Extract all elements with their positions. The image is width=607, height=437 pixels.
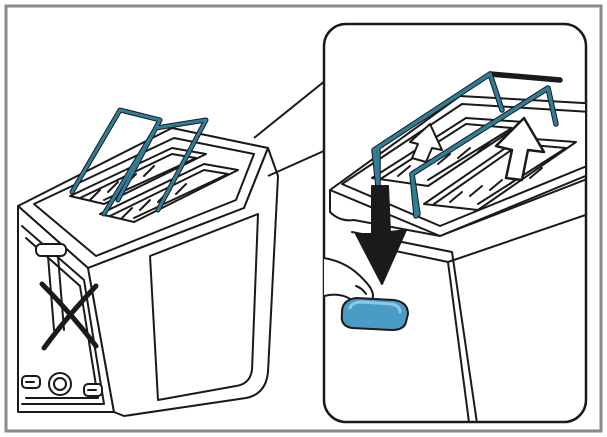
zoom-slot-front xyxy=(423,137,577,211)
x-mark-icon xyxy=(39,281,99,351)
toaster-side-panel-line xyxy=(149,213,259,401)
zoom-toaster-body-edge xyxy=(329,189,441,237)
arrow-up-icon-large xyxy=(494,116,546,182)
toaster-top-rim xyxy=(33,137,255,257)
zoom-panel xyxy=(322,22,588,424)
zoom-connector xyxy=(253,71,337,177)
toaster-browning-dial xyxy=(48,372,72,396)
arrow-down-icon xyxy=(355,185,407,285)
toaster-lever-knob xyxy=(35,243,67,257)
toaster-lever-button xyxy=(340,296,410,332)
toaster-slot-right xyxy=(99,163,239,223)
arrow-up-icon xyxy=(409,123,443,163)
